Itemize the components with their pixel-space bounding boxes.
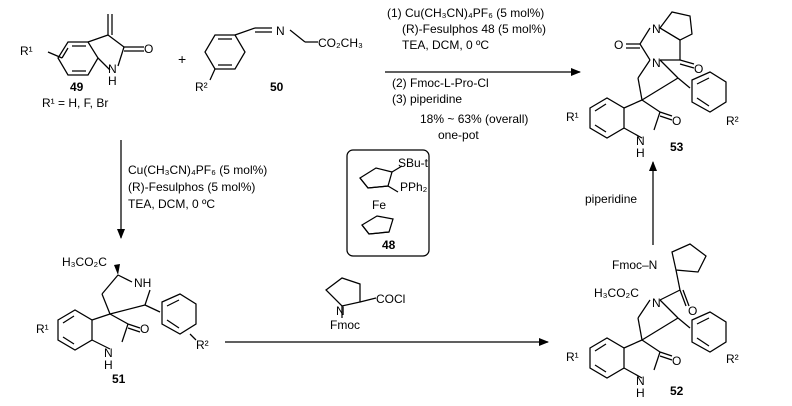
c49-label: 49	[70, 80, 84, 94]
c52-nh: N	[636, 374, 645, 388]
c52-n: N	[652, 296, 661, 310]
c53-h: H	[636, 146, 645, 160]
c49-n: N	[108, 62, 117, 76]
top-cond-2: (R)-Fesulphos 48 (5 mol%)	[402, 22, 547, 36]
c51-nh: NH	[134, 276, 152, 290]
c52-h: H	[636, 386, 645, 400]
compound-48-structure	[346, 149, 430, 257]
compound-49-structure	[47, 14, 144, 76]
left-cond-3: TEA, DCM, 0 ºC	[128, 197, 216, 211]
left-cond-2: (R)-Fesulphos (5 mol%)	[128, 180, 256, 194]
c52-r2: R²	[726, 352, 739, 366]
c53-o-right: O	[694, 62, 704, 76]
top-cond-7: one-pot	[438, 128, 479, 142]
c51-h: H	[104, 358, 113, 372]
c48-label: 48	[382, 238, 396, 252]
compound-52-structure	[589, 243, 727, 379]
c53-r2: R²	[726, 114, 739, 128]
c51-label: 51	[112, 372, 126, 386]
compound-50-structure	[204, 27, 318, 81]
top-cond-6: 18% ~ 63% (overall)	[420, 112, 529, 126]
c53-n-mid: N	[652, 56, 661, 70]
reagent-fmoc: Fmoc	[330, 318, 360, 332]
c48-pph2: PPh₂	[400, 180, 428, 194]
c49-o: O	[144, 42, 154, 56]
c49-r1-def: R¹ = H, F, Br	[42, 96, 109, 110]
c51-r1: R¹	[36, 322, 49, 336]
c53-label: 53	[670, 140, 684, 154]
c49-r1: R¹	[20, 44, 33, 58]
c48-fe: Fe	[372, 198, 387, 212]
reagent-cocl: COCl	[376, 292, 406, 306]
top-cond-1: (1) Cu(CH₃CN)₄PF₆ (5 mol%)	[387, 6, 545, 20]
c51-ester: H₃CO₂C	[62, 255, 107, 269]
c50-ester: CO₂CH₃	[318, 36, 363, 50]
c51-r2: R²	[196, 338, 209, 352]
c50-n: N	[276, 24, 285, 38]
c52-amide-o: O	[688, 304, 698, 318]
compound-51-structure	[57, 264, 197, 351]
top-cond-3: TEA, DCM, 0 ºC	[402, 38, 490, 52]
c52-fmoc-n: Fmoc–N	[612, 258, 658, 272]
right-cond: piperidine	[585, 192, 638, 206]
c53-o: O	[672, 114, 682, 128]
reagent-n: N	[336, 304, 345, 318]
c53-o-left: O	[614, 38, 624, 52]
c52-r1: R¹	[566, 350, 579, 364]
c50-label: 50	[270, 80, 284, 94]
c48-sbu: SBu-t	[398, 156, 429, 170]
left-cond-1: Cu(CH₃CN)₄PF₆ (5 mol%)	[128, 163, 268, 177]
c53-r1: R¹	[566, 110, 579, 124]
c52-ester: H₃CO₂C	[594, 286, 639, 300]
c51-o: O	[140, 322, 150, 336]
c52-label: 52	[670, 384, 684, 398]
c53-n-top: N	[652, 22, 661, 36]
proline-chloride-structure	[325, 277, 377, 318]
c53-nh: N	[636, 134, 645, 148]
c50-r2: R²	[195, 80, 208, 94]
c52-o: O	[672, 354, 682, 368]
top-cond-5: (3) piperidine	[392, 92, 463, 106]
plus-sign: +	[178, 51, 187, 67]
c49-h: H	[108, 74, 117, 88]
top-cond-4: (2) Fmoc-L-Pro-Cl	[392, 76, 489, 90]
c51-n: N	[104, 346, 113, 360]
compound-53-structure	[589, 11, 727, 139]
